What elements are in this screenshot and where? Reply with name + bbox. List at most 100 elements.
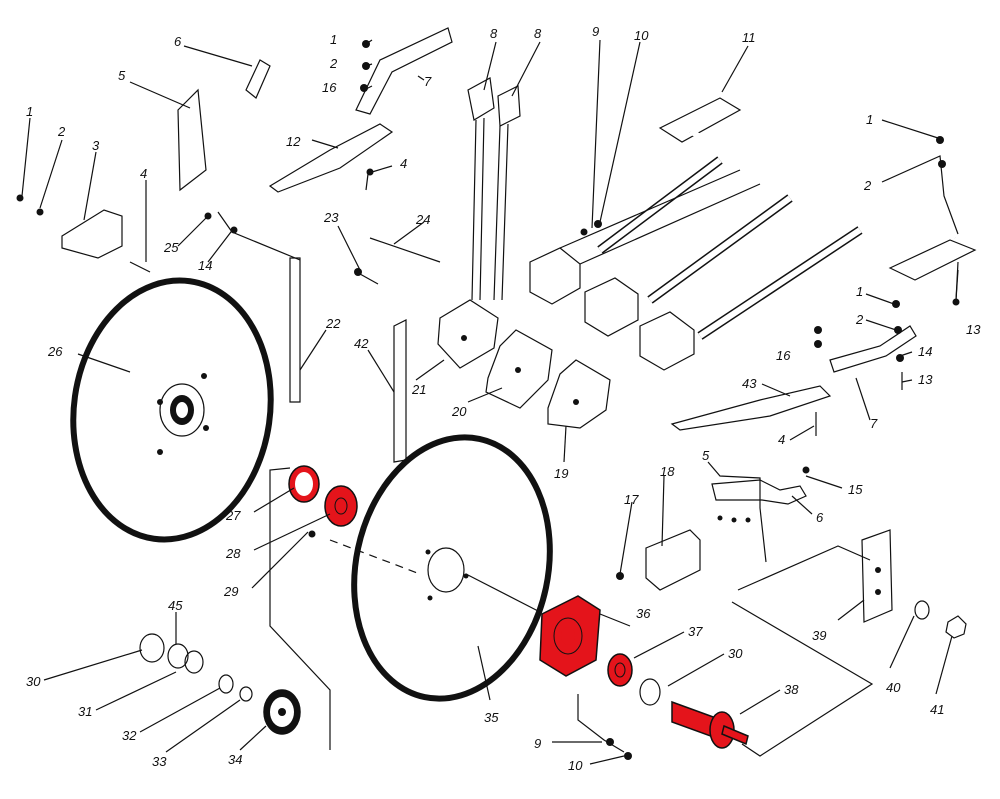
axle-38 [671,700,749,749]
callout-25: 25 [163,240,179,255]
bolt-23 [354,268,379,285]
nut-41 [945,615,967,639]
bearing-28 [324,485,358,527]
callout-2: 2 [57,124,66,139]
washer-40 [914,600,930,620]
callout-29: 29 [223,584,238,599]
callout-5: 5 [118,68,126,83]
strap-22 [289,257,301,403]
callout-1: 1 [866,112,873,127]
leader-lines [21,39,959,765]
snap-ring-30a [139,633,165,663]
callout-18: 18 [660,464,675,479]
callout-labels: 1 2 3 4 5 6 1 2 16 7 12 4 8 8 9 10 11 1 … [26,24,981,773]
snap-ring-30b [639,678,661,706]
callout-7: 7 [870,416,878,431]
ring-32 [218,674,234,694]
callout-43: 43 [742,376,757,391]
plate-5 [177,88,207,192]
bar-7-upper [355,27,453,115]
callout-1: 1 [26,104,33,119]
callout-2: 2 [863,178,872,193]
shanks-8 [467,77,521,301]
callout-1: 1 [330,32,337,47]
callout-11: 11 [742,30,756,45]
callout-16: 16 [322,80,337,95]
callout-28: 28 [225,546,241,561]
bearing-34 [263,689,301,735]
coulter-disc-26 [70,277,274,543]
callout-8: 8 [490,26,498,41]
callout-4: 4 [778,432,785,447]
callout-10: 10 [568,758,583,773]
link-6 [245,59,271,99]
callout-2: 2 [329,56,338,71]
bracket-3 [61,209,123,259]
callout-31: 31 [78,704,92,719]
callout-30: 30 [26,674,41,689]
callout-23: 23 [323,210,339,225]
callout-12: 12 [286,134,301,149]
callout-13: 13 [966,322,981,337]
callout-14: 14 [918,344,932,359]
callout-10: 10 [634,28,649,43]
seal-ring-27 [288,465,320,503]
callout-39: 39 [812,628,826,643]
callout-26: 26 [47,344,63,359]
hub-36 [539,595,601,677]
callout-45: 45 [168,598,183,613]
callout-6: 6 [816,510,824,525]
callout-13: 13 [918,372,933,387]
callout-33: 33 [152,754,167,769]
callout-8: 8 [534,26,542,41]
bracket-assembly-5-6 [711,479,807,523]
rod-24 [369,237,441,263]
bracket-18 [645,529,701,591]
callout-20: 20 [451,404,467,419]
callout-14: 14 [198,258,212,273]
callout-41: 41 [930,702,944,717]
scraper-43 [670,385,832,431]
callout-7: 7 [424,74,432,89]
callout-42: 42 [354,336,369,351]
plate-19 [547,359,611,429]
callout-15: 15 [848,482,863,497]
plate-20 [485,329,553,409]
callout-40: 40 [886,680,901,695]
callout-38: 38 [784,682,799,697]
callout-24: 24 [415,212,430,227]
callout-2: 2 [855,312,864,327]
strap-42 [393,319,407,463]
disc-35 [351,434,553,702]
callout-32: 32 [122,728,137,743]
callout-37: 37 [688,624,703,639]
callout-34: 34 [228,752,242,767]
callout-3: 3 [92,138,100,153]
callout-16: 16 [776,348,791,363]
callout-19: 19 [554,466,568,481]
frame-11 [529,97,977,371]
bracket-39 [861,529,893,623]
bar-7-lower [829,325,917,373]
callout-4: 4 [140,166,147,181]
callout-17: 17 [624,492,639,507]
ring-45 [167,643,204,674]
fastener-dots [16,40,960,760]
scraper-12 [268,123,394,193]
callout-22: 22 [325,316,341,331]
callout-9: 9 [534,736,541,751]
callout-36: 36 [636,606,651,621]
callout-27: 27 [225,508,241,523]
plate-21 [437,299,499,369]
callout-9: 9 [592,24,599,39]
callout-6: 6 [174,34,182,49]
callout-21: 21 [411,382,426,397]
callout-4: 4 [400,156,407,171]
callout-30: 30 [728,646,743,661]
callout-35: 35 [484,710,499,725]
callout-5: 5 [702,448,710,463]
callout-1: 1 [856,284,863,299]
bearing-37 [607,653,633,687]
washer-33 [239,686,253,702]
